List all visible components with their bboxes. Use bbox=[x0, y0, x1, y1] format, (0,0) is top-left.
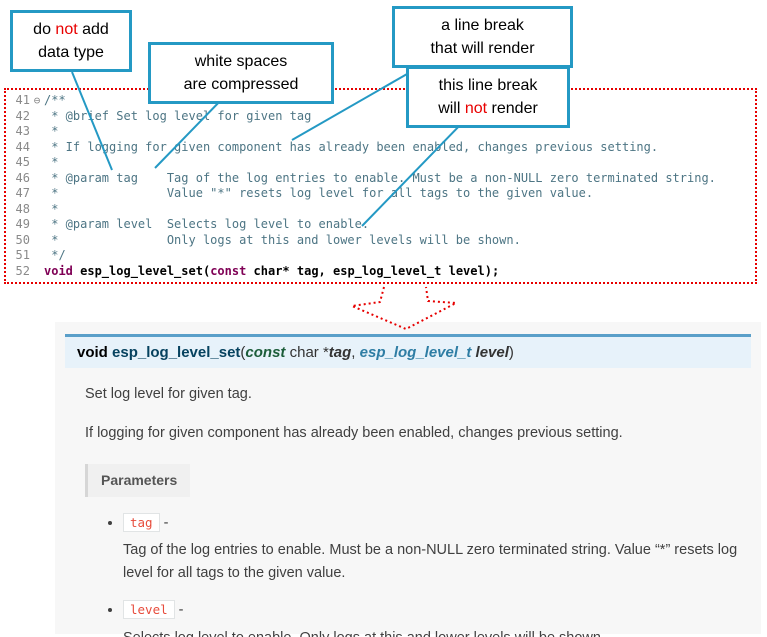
function-name: esp_log_level_set bbox=[72, 263, 203, 278]
param-description: Tag of the log entries to enable. Must b… bbox=[123, 542, 738, 581]
callout-text: are compressed bbox=[183, 76, 299, 94]
code-line: 50 * Only logs at this and lower levels … bbox=[6, 233, 755, 249]
callout-text: white spaces bbox=[194, 53, 288, 70]
line-number: 44 bbox=[15, 139, 30, 154]
signature-param-tag: tag bbox=[328, 344, 352, 361]
signature-const-keyword: const bbox=[245, 344, 286, 361]
code-editor-snippet: 41⊖/** 42 * @brief Set log level for giv… bbox=[4, 88, 757, 284]
parameters-label: Parameters bbox=[85, 463, 191, 497]
callout-text: this line break bbox=[438, 77, 538, 94]
signature-return-type: void bbox=[77, 344, 108, 361]
callout-text: that will render bbox=[430, 40, 535, 58]
code-line: 42 * @brief Set log level for given tag bbox=[6, 109, 755, 125]
signature-param-level: level bbox=[471, 344, 509, 361]
callout-text: do not add bbox=[33, 21, 109, 38]
param-description: Selects log level to enable. Only logs a… bbox=[123, 627, 741, 637]
line-number: 42 bbox=[15, 108, 30, 123]
code-line: 51 */ bbox=[6, 248, 755, 264]
line-number: 50 bbox=[15, 232, 30, 247]
param-name-literal: tag bbox=[123, 512, 160, 532]
parameter-list: tag - Tag of the log entries to enable. … bbox=[105, 512, 741, 637]
callout-text: a line break bbox=[441, 17, 524, 34]
line-number: 48 bbox=[15, 201, 30, 216]
param-name-literal: level bbox=[123, 600, 175, 620]
parameter-item: level - Selects log level to enable. Onl… bbox=[123, 600, 741, 637]
callout-linebreak-not-render: this line break will not render bbox=[406, 66, 570, 129]
fold-marker-icon[interactable]: ⊖ bbox=[33, 94, 41, 107]
line-number: 46 bbox=[15, 170, 30, 185]
brief-description: Set log level for given tag. bbox=[85, 386, 252, 402]
line-number: 43 bbox=[15, 124, 30, 138]
callout-whitespace-compressed: white spaces are compressed bbox=[148, 42, 334, 105]
code-line: 44 * If logging for given component has … bbox=[6, 140, 755, 156]
line-number: 47 bbox=[15, 186, 30, 200]
line-number: 45 bbox=[15, 155, 30, 169]
render-arrow-icon bbox=[351, 286, 457, 330]
line-number: 49 bbox=[15, 217, 30, 231]
detailed-description: If logging for given component has alrea… bbox=[85, 424, 623, 441]
code-line: 43 * bbox=[6, 124, 755, 140]
code-line: 45 * bbox=[6, 155, 755, 171]
code-line: 46 * @param tag Tag of the log entries t… bbox=[6, 171, 755, 187]
callout-text: will not render bbox=[438, 100, 538, 118]
signature-function-name: esp_log_level_set bbox=[107, 344, 241, 361]
code-line: 41⊖/** bbox=[6, 93, 755, 109]
line-number: 41 bbox=[15, 93, 30, 107]
callout-linebreak-renders: a line break that will render bbox=[392, 6, 573, 69]
parameter-item: tag - Tag of the log entries to enable. … bbox=[123, 512, 741, 585]
keyword-void: void bbox=[44, 263, 73, 278]
callout-no-datatype: do not add data type bbox=[10, 10, 132, 73]
keyword-const: const bbox=[210, 263, 247, 278]
line-number: 51 bbox=[15, 248, 30, 262]
signature-type-link[interactable]: esp_log_level_t bbox=[359, 344, 472, 361]
callout-text: data type bbox=[38, 44, 104, 62]
function-signature: void esp_log_level_set(const char *tag, … bbox=[65, 334, 751, 368]
code-line: 49 * @param level Selects log level to e… bbox=[6, 217, 755, 233]
code-line: 48 * bbox=[6, 202, 755, 218]
line-number: 52 bbox=[15, 263, 30, 278]
rendered-docs-panel: void esp_log_level_set(const char *tag, … bbox=[55, 322, 761, 637]
code-line: 47 * Value "*" resets log level for all … bbox=[6, 186, 755, 202]
